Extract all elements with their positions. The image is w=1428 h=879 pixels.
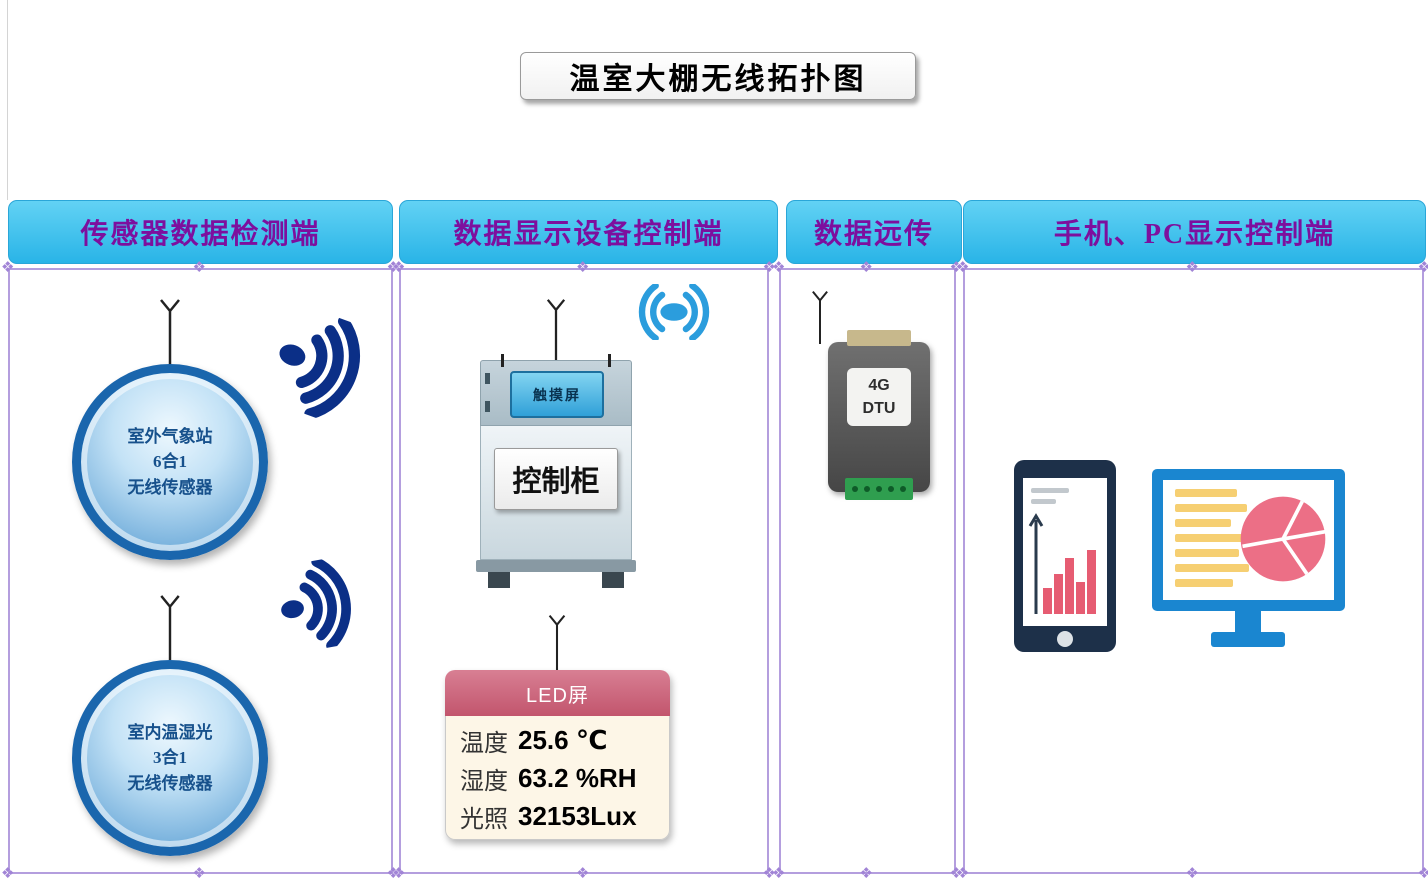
antenna-icon <box>546 299 566 360</box>
touch-screen: 触摸屏 <box>510 371 604 418</box>
border-ornament-icon: ❖ <box>1417 865 1428 879</box>
cabinet-hinge-icon <box>485 373 490 384</box>
terminal-dot-icon <box>864 486 870 492</box>
cabinet-leg <box>602 572 624 588</box>
bar-chart-icon <box>1028 513 1096 614</box>
border-ornament-icon: ❖ <box>576 865 590 879</box>
reading-name: 温度 <box>460 730 508 757</box>
list-line-icon <box>1175 534 1245 542</box>
border-ornament-icon: ❖ <box>192 865 206 879</box>
phone-home-button-icon <box>1057 631 1073 647</box>
cabinet-antenna-stub-icon <box>501 354 504 367</box>
monitor-stand-base <box>1211 632 1285 647</box>
list-line-icon <box>1175 504 1247 512</box>
column-header-sensor-detection: 传感器数据检测端 <box>8 200 393 264</box>
monitor-screen <box>1163 480 1334 600</box>
cabinet-hinge-icon <box>485 401 490 412</box>
border-ornament-icon: ❖ <box>1185 865 1199 879</box>
border-ornament-icon: ❖ <box>392 865 406 879</box>
wifi-signal-icon <box>279 315 361 420</box>
cabinet-antenna-stub-icon <box>608 354 611 367</box>
reading-value: 32153Lux <box>518 800 637 831</box>
terminal-dot-icon <box>888 486 894 492</box>
pc-monitor-illustration <box>1152 469 1345 611</box>
cabinet-label: 控制柜 <box>494 448 618 510</box>
sensor-label-line: 无线传感器 <box>127 477 213 497</box>
column-header-remote-transfer: 数据远传 <box>786 200 962 264</box>
list-line-icon <box>1175 489 1237 497</box>
border-ornament-icon: ❖ <box>956 865 970 879</box>
reading-name: 光照 <box>460 806 508 833</box>
column-header-display-control: 数据显示设备控制端 <box>399 200 778 264</box>
reading-name: 湿度 <box>460 768 508 795</box>
text-line-icon <box>1031 488 1069 493</box>
led-panel-body: 温度 25.6 ℃ 湿度 63.2 %RH 光照 32153Lux <box>445 716 670 840</box>
wifi-signal-icon <box>281 557 351 651</box>
page-title-text: 温室大棚无线拓扑图 <box>569 63 867 96</box>
cabinet-base <box>476 560 636 572</box>
border-ornament-icon: ❖ <box>772 865 786 879</box>
led-reading-row: 光照 32153Lux <box>460 797 669 835</box>
list-line-icon <box>1175 519 1231 527</box>
cabinet-body: 控制柜 <box>480 426 632 560</box>
dtu-device: 4G DTU <box>828 330 930 500</box>
list-line-icon <box>1175 549 1239 557</box>
phone-screen <box>1023 478 1107 626</box>
border-ornament-icon: ❖ <box>762 865 776 879</box>
sensor-label-line: 3合1 <box>153 748 187 768</box>
dtu-label-line: DTU <box>862 400 896 417</box>
border-ornament-icon: ❖ <box>859 865 873 879</box>
led-reading-row: 温度 25.6 ℃ <box>460 721 669 759</box>
broadcast-signal-icon <box>638 284 710 340</box>
page-title: 温室大棚无线拓扑图 <box>520 52 916 100</box>
led-reading-row: 湿度 63.2 %RH <box>460 759 669 797</box>
sensor-node-outdoor-weather: 室外气象站 6合1 无线传感器 <box>72 364 268 560</box>
dtu-label: 4G DTU <box>847 368 911 426</box>
led-panel-title: LED屏 <box>445 670 670 716</box>
border-ornament-icon: ❖ <box>386 865 400 879</box>
reading-value: 25.6 ℃ <box>518 724 608 755</box>
pie-chart-icon <box>1240 496 1326 582</box>
reading-value: 63.2 %RH <box>518 762 637 793</box>
led-display-panel: LED屏 温度 25.6 ℃ 湿度 63.2 %RH 光照 32153Lux <box>445 670 670 840</box>
list-lines-icon <box>1175 489 1249 587</box>
antenna-icon <box>160 595 180 660</box>
cabinet-leg <box>488 572 510 588</box>
cabinet-top-section: 触摸屏 <box>480 354 632 426</box>
canvas-edge-line <box>7 0 8 200</box>
antenna-icon <box>160 299 180 366</box>
terminal-dot-icon <box>876 486 882 492</box>
list-line-icon <box>1175 579 1233 587</box>
text-line-icon <box>1031 499 1056 504</box>
list-line-icon <box>1175 564 1249 572</box>
dtu-label-line: 4G <box>868 376 890 394</box>
border-ornament-icon: ❖ <box>949 865 963 879</box>
border-ornament-icon: ❖ <box>1 865 15 879</box>
dtu-top-connector <box>847 330 911 346</box>
antenna-icon <box>548 614 566 670</box>
panel-phone-pc: ❖❖❖❖❖❖ <box>956 260 1428 879</box>
panel-sensor-detection: 室外气象站 6合1 无线传感器 室内温湿光 3合1 无线传感器 ❖❖❖❖❖❖ <box>1 260 400 879</box>
panel-remote-transfer: 4G DTU ❖❖❖❖❖❖ <box>772 260 963 879</box>
dtu-terminal-block <box>845 478 913 500</box>
control-cabinet: 触摸屏 控制柜 <box>476 354 636 590</box>
column-header-phone-pc: 手机、PC显示控制端 <box>963 200 1426 264</box>
panel-display-control: 触摸屏 控制柜 LED屏 温度 25.6 ℃ 湿度 <box>392 260 776 879</box>
terminal-dot-icon <box>900 486 906 492</box>
antenna-icon <box>812 290 828 344</box>
sensor-label-line: 室内温湿光 <box>127 722 213 742</box>
sensor-label-line: 无线传感器 <box>127 773 213 793</box>
sensor-node-indoor: 室内温湿光 3合1 无线传感器 <box>72 660 268 856</box>
monitor-stand-neck <box>1235 611 1261 633</box>
terminal-dot-icon <box>852 486 858 492</box>
smartphone-illustration <box>1014 460 1116 652</box>
sensor-label-line: 室外气象站 <box>127 426 213 446</box>
sensor-label-line: 6合1 <box>153 452 187 472</box>
